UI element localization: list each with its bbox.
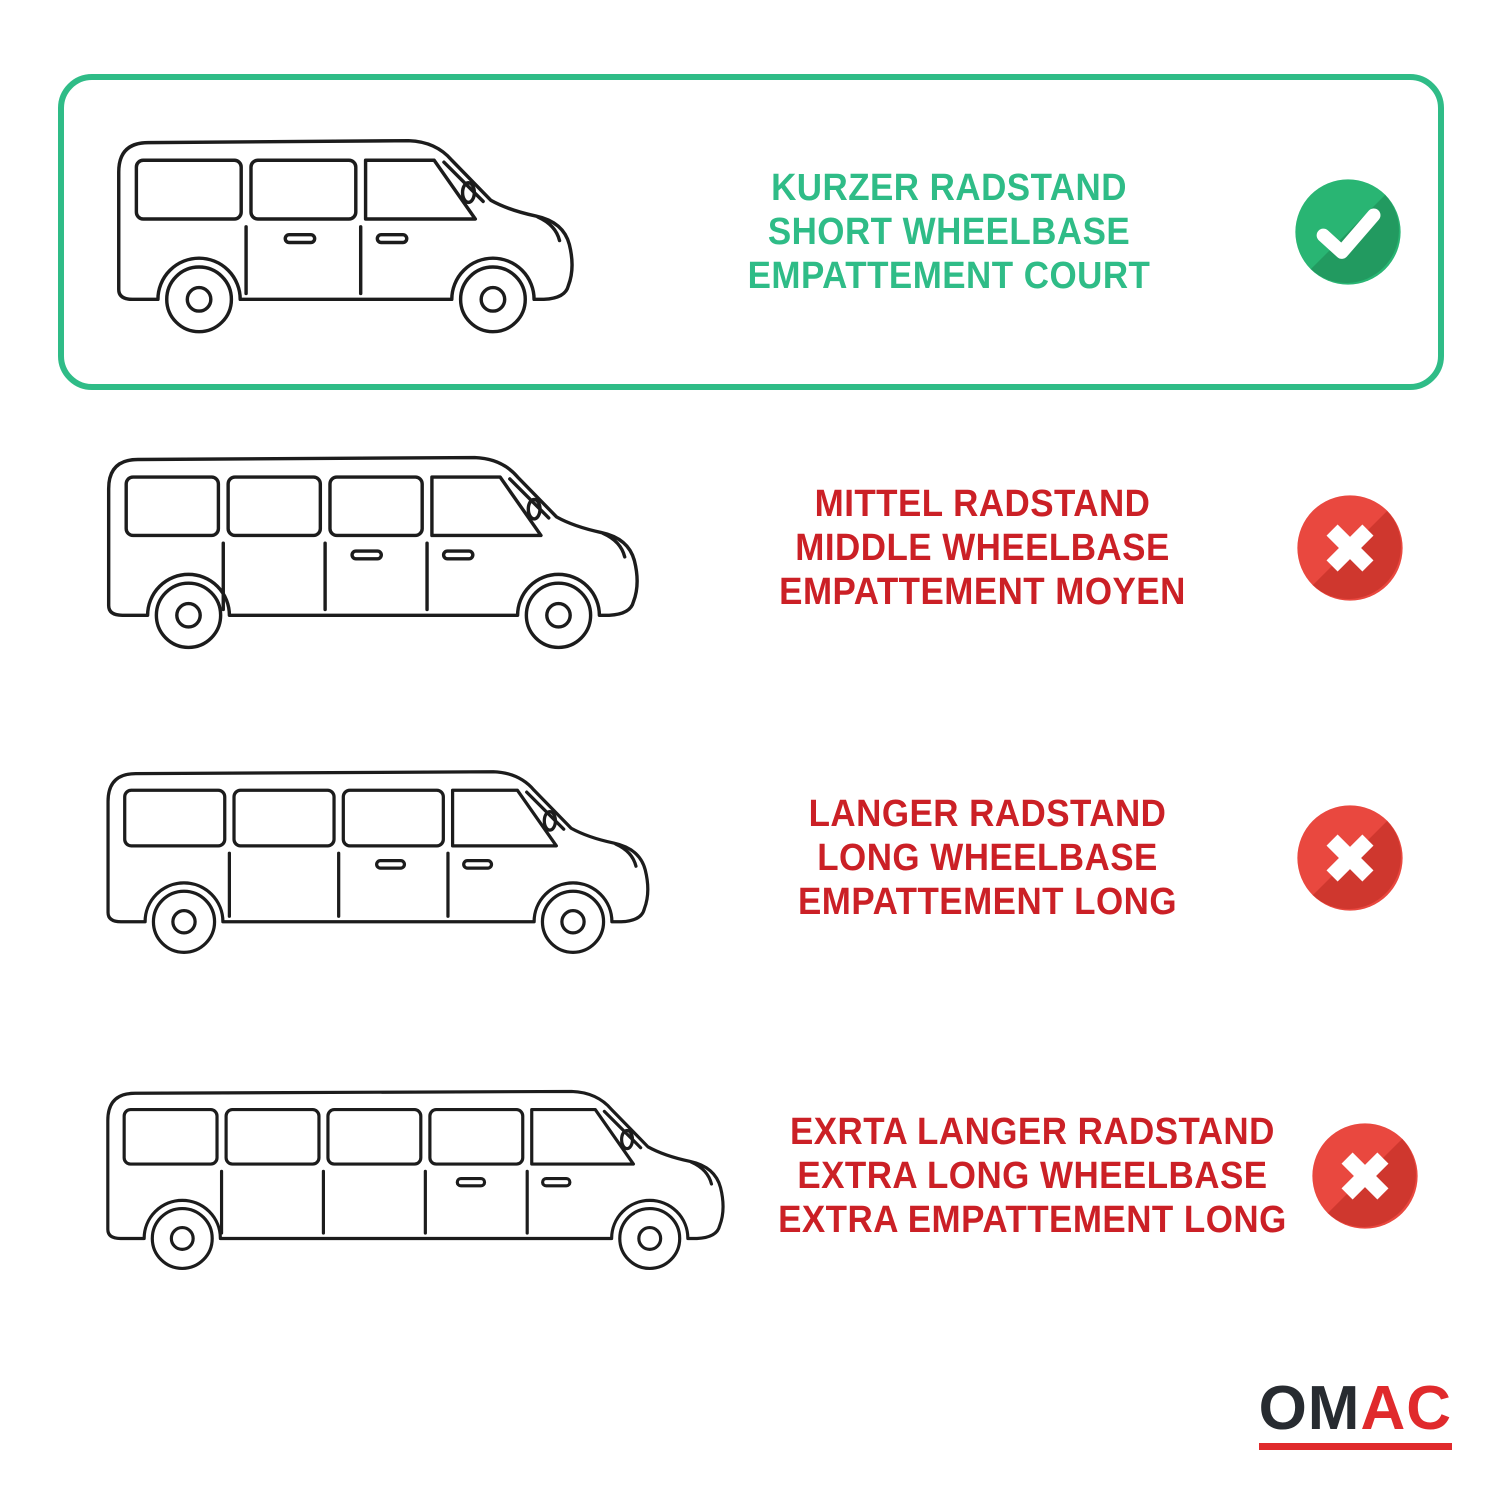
label-german: MITTEL RADSTAND (814, 482, 1151, 525)
van-illustration-long-wheelbase (96, 756, 681, 960)
option-row-extra-long-wheelbase: EXRTA LANGER RADSTAND EXTRA LONG WHEELBA… (58, 1048, 1444, 1304)
label-english: EXTRA LONG WHEELBASE (797, 1154, 1268, 1197)
label-french: EXTRA EMPATTEMENT LONG (778, 1199, 1287, 1242)
cross-icon-graphic (1297, 495, 1403, 601)
label-french: EMPATTEMENT MOYEN (779, 571, 1186, 614)
van-side-view-icon (106, 770, 650, 955)
label-french: EMPATTEMENT COURT (747, 255, 1151, 298)
van-illustration-short-wheelbase (106, 124, 606, 340)
label-german: EXRTA LANGER RADSTAND (789, 1110, 1275, 1153)
logo-underline-bar (1258, 1443, 1452, 1450)
check-icon-graphic (1295, 179, 1401, 285)
label-english: MIDDLE WHEELBASE (795, 526, 1170, 569)
label-german: KURZER RADSTAND (771, 166, 1127, 209)
cross-icon (1294, 492, 1406, 604)
omac-logo-text: OMAC (1259, 1378, 1452, 1440)
cross-icon (1294, 802, 1406, 914)
option-labels-extra-long: EXRTA LANGER RADSTAND EXTRA LONG WHEELBA… (778, 1110, 1287, 1242)
van-side-view-icon (117, 139, 574, 334)
option-row-long-wheelbase: LANGER RADSTAND LONG WHEELBASE EMPATTEME… (58, 746, 1444, 970)
option-labels-long: LANGER RADSTAND LONG WHEELBASE EMPATTEME… (706, 792, 1270, 924)
option-row-short-wheelbase: KURZER RADSTAND SHORT WHEELBASE EMPATTEM… (58, 74, 1444, 390)
cross-icon-graphic (1297, 805, 1403, 911)
label-german: LANGER RADSTAND (808, 792, 1167, 835)
check-icon (1292, 176, 1404, 288)
option-row-middle-wheelbase: MITTEL RADSTAND MIDDLE WHEELBASE EMPATTE… (58, 436, 1444, 660)
van-illustration-middle-wheelbase (96, 441, 671, 655)
option-labels-short: KURZER RADSTAND SHORT WHEELBASE EMPATTEM… (633, 166, 1264, 298)
van-side-view-icon (106, 1089, 725, 1271)
option-labels-middle: MITTEL RADSTAND MIDDLE WHEELBASE EMPATTE… (696, 482, 1269, 614)
logo-part-ac: AC (1360, 1374, 1452, 1443)
van-side-view-icon (106, 455, 639, 650)
label-english: LONG WHEELBASE (817, 836, 1158, 879)
label-french: EMPATTEMENT LONG (798, 881, 1177, 924)
cross-icon (1309, 1120, 1421, 1232)
logo-part-om: OM (1258, 1374, 1361, 1443)
omac-logo: OMAC (1258, 1378, 1452, 1450)
label-english: SHORT WHEELBASE (767, 210, 1131, 253)
cross-icon-graphic (1312, 1123, 1418, 1229)
van-illustration-extra-long-wheelbase (96, 1076, 756, 1276)
